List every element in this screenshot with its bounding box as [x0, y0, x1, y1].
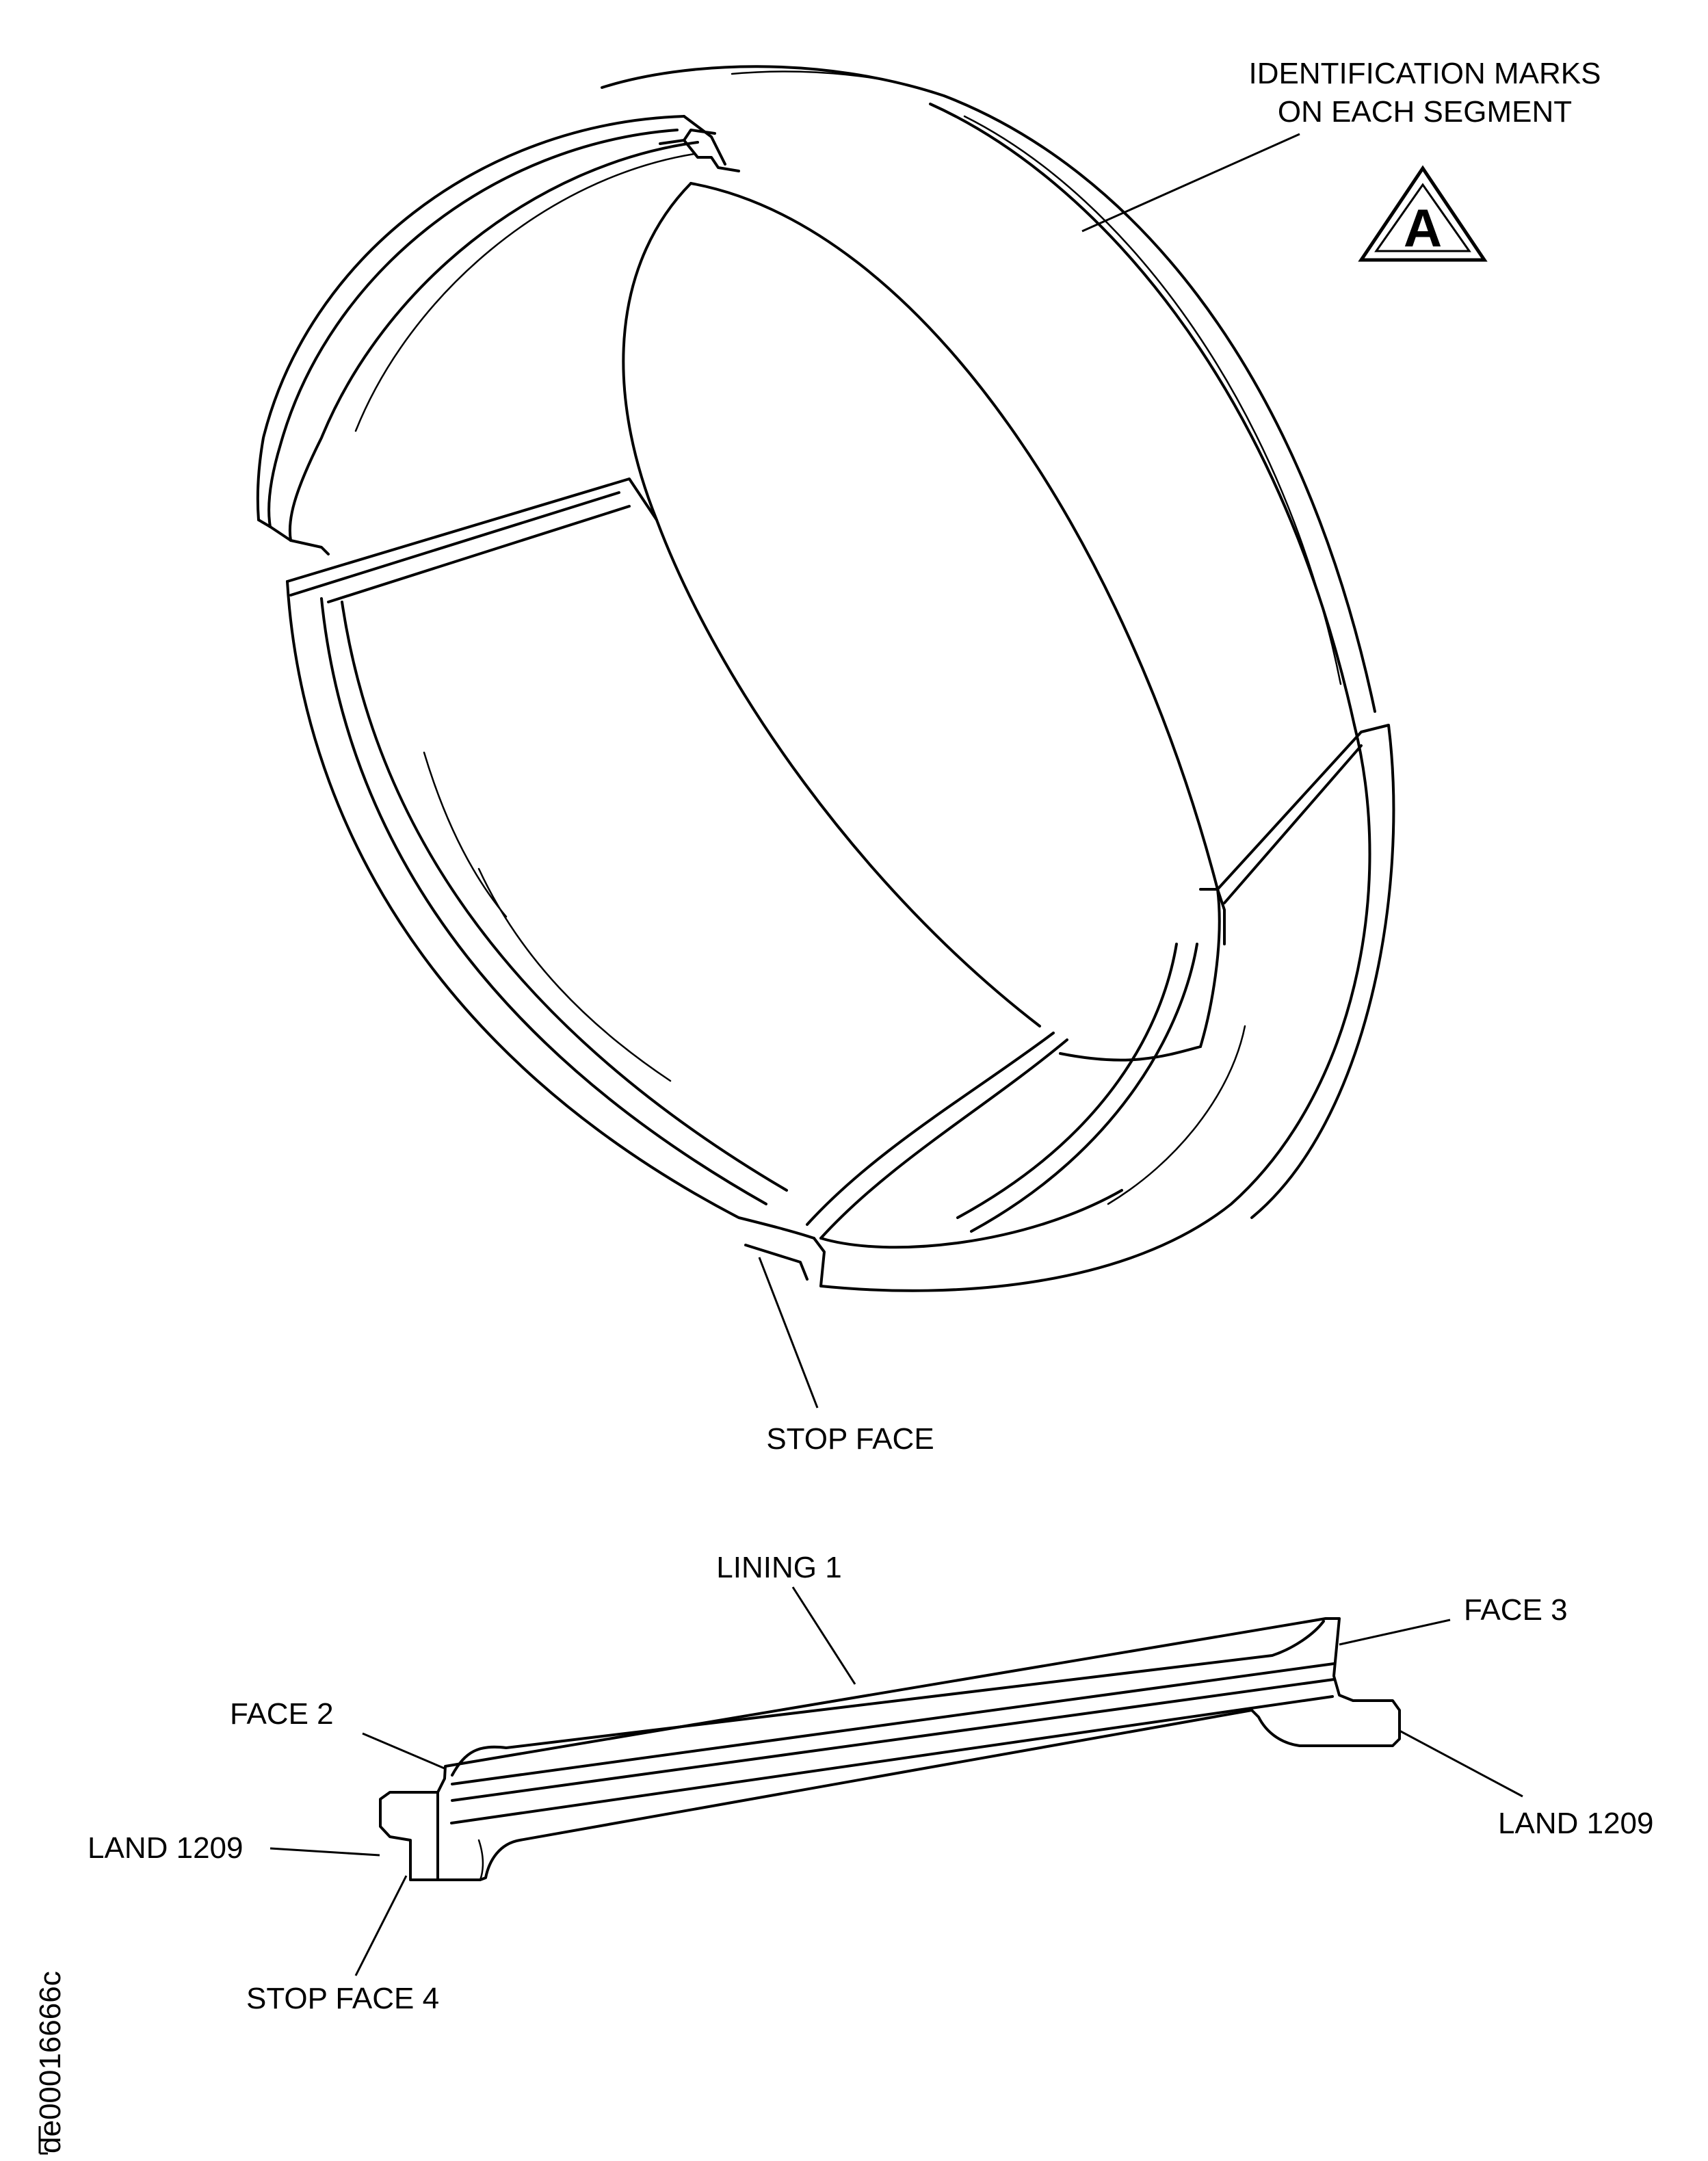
view-triangle-icon — [1358, 165, 1488, 262]
ring-outer-front-band — [929, 103, 1356, 726]
land-right-label: LAND 1209 — [1498, 1807, 1653, 1840]
stop-face-label: STOP FACE — [766, 1422, 934, 1456]
face-3-label: FACE 3 — [1464, 1593, 1568, 1627]
segment-left-middle — [286, 477, 658, 583]
drawing-id-text: de00016666c — [34, 1971, 67, 2153]
lining-label: LINING 1 — [716, 1551, 841, 1584]
identification-label-line1: IDENTIFICATION MARKS — [1249, 57, 1601, 90]
ring-outer-back-rim — [601, 65, 1376, 713]
view-letter: A — [1404, 198, 1442, 258]
lining-outer-edge — [379, 1617, 1401, 1881]
segment-right — [819, 724, 1371, 1292]
face-2-label: FACE 2 — [230, 1697, 334, 1731]
stop-face-4-label: STOP FACE 4 — [246, 1982, 439, 2015]
segmented-ring — [256, 65, 1395, 1292]
lining-section-profile — [379, 1617, 1401, 1881]
ring-inner-opening — [689, 182, 1221, 1048]
land-left-label: LAND 1209 — [88, 1831, 243, 1865]
identification-label-line2: ON EACH SEGMENT — [1278, 95, 1572, 129]
identification-callout: IDENTIFICATION MARKS ON EACH SEGMENT A — [1081, 57, 1601, 262]
stop-face-callout: STOP FACE — [758, 1257, 934, 1456]
drawing-id: de00016666c — [34, 1971, 67, 2155]
section-labels: LINING 1 FACE 3 FACE 2 LAND 1209 LAND 12… — [88, 1551, 1653, 2015]
segment-upper-left — [288, 141, 699, 542]
